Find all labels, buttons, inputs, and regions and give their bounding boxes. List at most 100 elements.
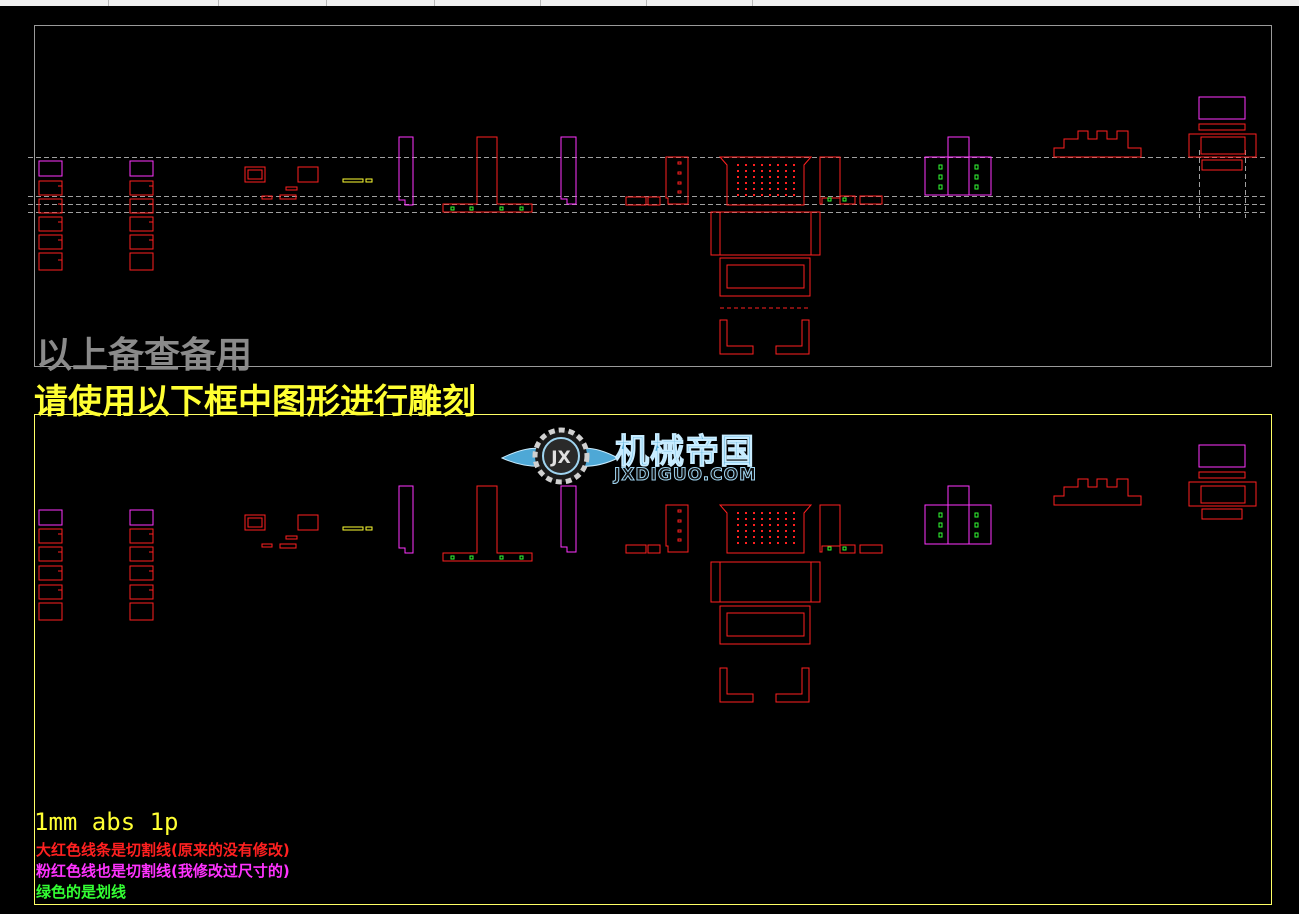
mounting-hole [777,164,779,166]
mounting-hole [761,188,763,190]
pink-block-holes [938,164,979,190]
mounting-hole [777,536,779,538]
mounting-hole [761,170,763,172]
mounting-hole [745,194,747,196]
mounting-hole [745,176,747,178]
t-bracket-holes [450,206,524,211]
mounting-hole [777,524,779,526]
mounting-hole [745,182,747,184]
mounting-hole [753,530,755,532]
mounting-hole [745,512,747,514]
small-plates [244,166,319,200]
side-bracket-left [625,504,689,554]
cad-drawing-canvas[interactable] [0,6,1299,914]
mounting-hole [745,542,747,544]
mounting-hole [777,518,779,520]
mounting-hole [785,170,787,172]
end-assembly [1188,444,1257,520]
slot-column-left [38,160,63,271]
mounting-hole [761,524,763,526]
mounting-hole [777,530,779,532]
roof-profile [1053,478,1142,506]
pink-block-holes [938,512,979,538]
mounting-hole [737,518,739,520]
slot-column-right [129,160,154,271]
mounting-hole [785,182,787,184]
watermark-en-text: JXDIGUO.COM [613,465,758,486]
mounting-hole [777,542,779,544]
mounting-hole [761,164,763,166]
pink-side-block [924,485,992,545]
bracket-holes-left [677,509,682,542]
toolbar-strip [0,0,1299,6]
mounting-hole [745,188,747,190]
mounting-hole [793,164,795,166]
mounting-hole [761,536,763,538]
mounting-hole [777,194,779,196]
yellow-tabs [342,526,373,531]
pink-bar-2 [560,136,577,205]
mounting-hole [769,524,771,526]
mounting-hole [761,194,763,196]
mounting-hole [785,194,787,196]
mounting-hole [761,542,763,544]
main-body [710,156,821,355]
mounting-hole [793,176,795,178]
mounting-hole [785,542,787,544]
mounting-hole [769,518,771,520]
mounting-hole [769,512,771,514]
mounting-hole [753,188,755,190]
t-bracket-holes [450,555,524,560]
mounting-hole [753,182,755,184]
mounting-hole [769,170,771,172]
slot-column-left [38,509,63,621]
mounting-hole [737,542,739,544]
mounting-hole [761,176,763,178]
mounting-hole [753,524,755,526]
small-plates [244,514,319,549]
mounting-hole [753,542,755,544]
mounting-hole [753,170,755,172]
mounting-hole [737,176,739,178]
engrave-instruction-label: 请使用以下框中图形进行雕刻 [34,382,476,422]
mounting-hole [785,164,787,166]
legend-green-score: 绿色的是划线 [36,883,127,901]
mounting-hole [769,194,771,196]
mounting-hole [745,524,747,526]
mounting-hole [785,530,787,532]
legend-red-cut: 大红色线条是切割线(原来的没有修改) [36,841,290,859]
mounting-hole [785,524,787,526]
mounting-hole [785,176,787,178]
mounting-hole [793,194,795,196]
bracket-holes-right [827,197,847,202]
mounting-hole [777,182,779,184]
mounting-hole [745,530,747,532]
mounting-hole [745,170,747,172]
mounting-hole [769,536,771,538]
mounting-hole [769,188,771,190]
end-assembly [1188,96,1257,171]
t-bracket [442,136,533,213]
mounting-hole [753,518,755,520]
watermark-logo: JX 机械帝国 JXDIGUO.COM [500,422,800,490]
mounting-hole [753,176,755,178]
mounting-hole [777,170,779,172]
legend-pink-cut: 粉红色线也是切割线(我修改过尺寸的) [36,862,290,880]
mounting-hole [793,182,795,184]
mounting-hole [761,530,763,532]
mounting-hole [793,170,795,172]
mounting-hole [737,188,739,190]
mounting-hole [793,542,795,544]
reference-frame [34,25,1272,367]
pink-bar-1 [398,485,414,554]
winged-gear-icon: JX [500,427,620,485]
mounting-hole [745,518,747,520]
mounting-hole [761,512,763,514]
reference-label: 以上备查备用 [36,335,253,376]
yellow-tabs [342,178,373,183]
roof-profile [1053,130,1142,158]
mounting-hole [753,512,755,514]
slot-column-right [129,509,154,621]
mounting-hole [793,524,795,526]
side-bracket-right [819,504,883,554]
